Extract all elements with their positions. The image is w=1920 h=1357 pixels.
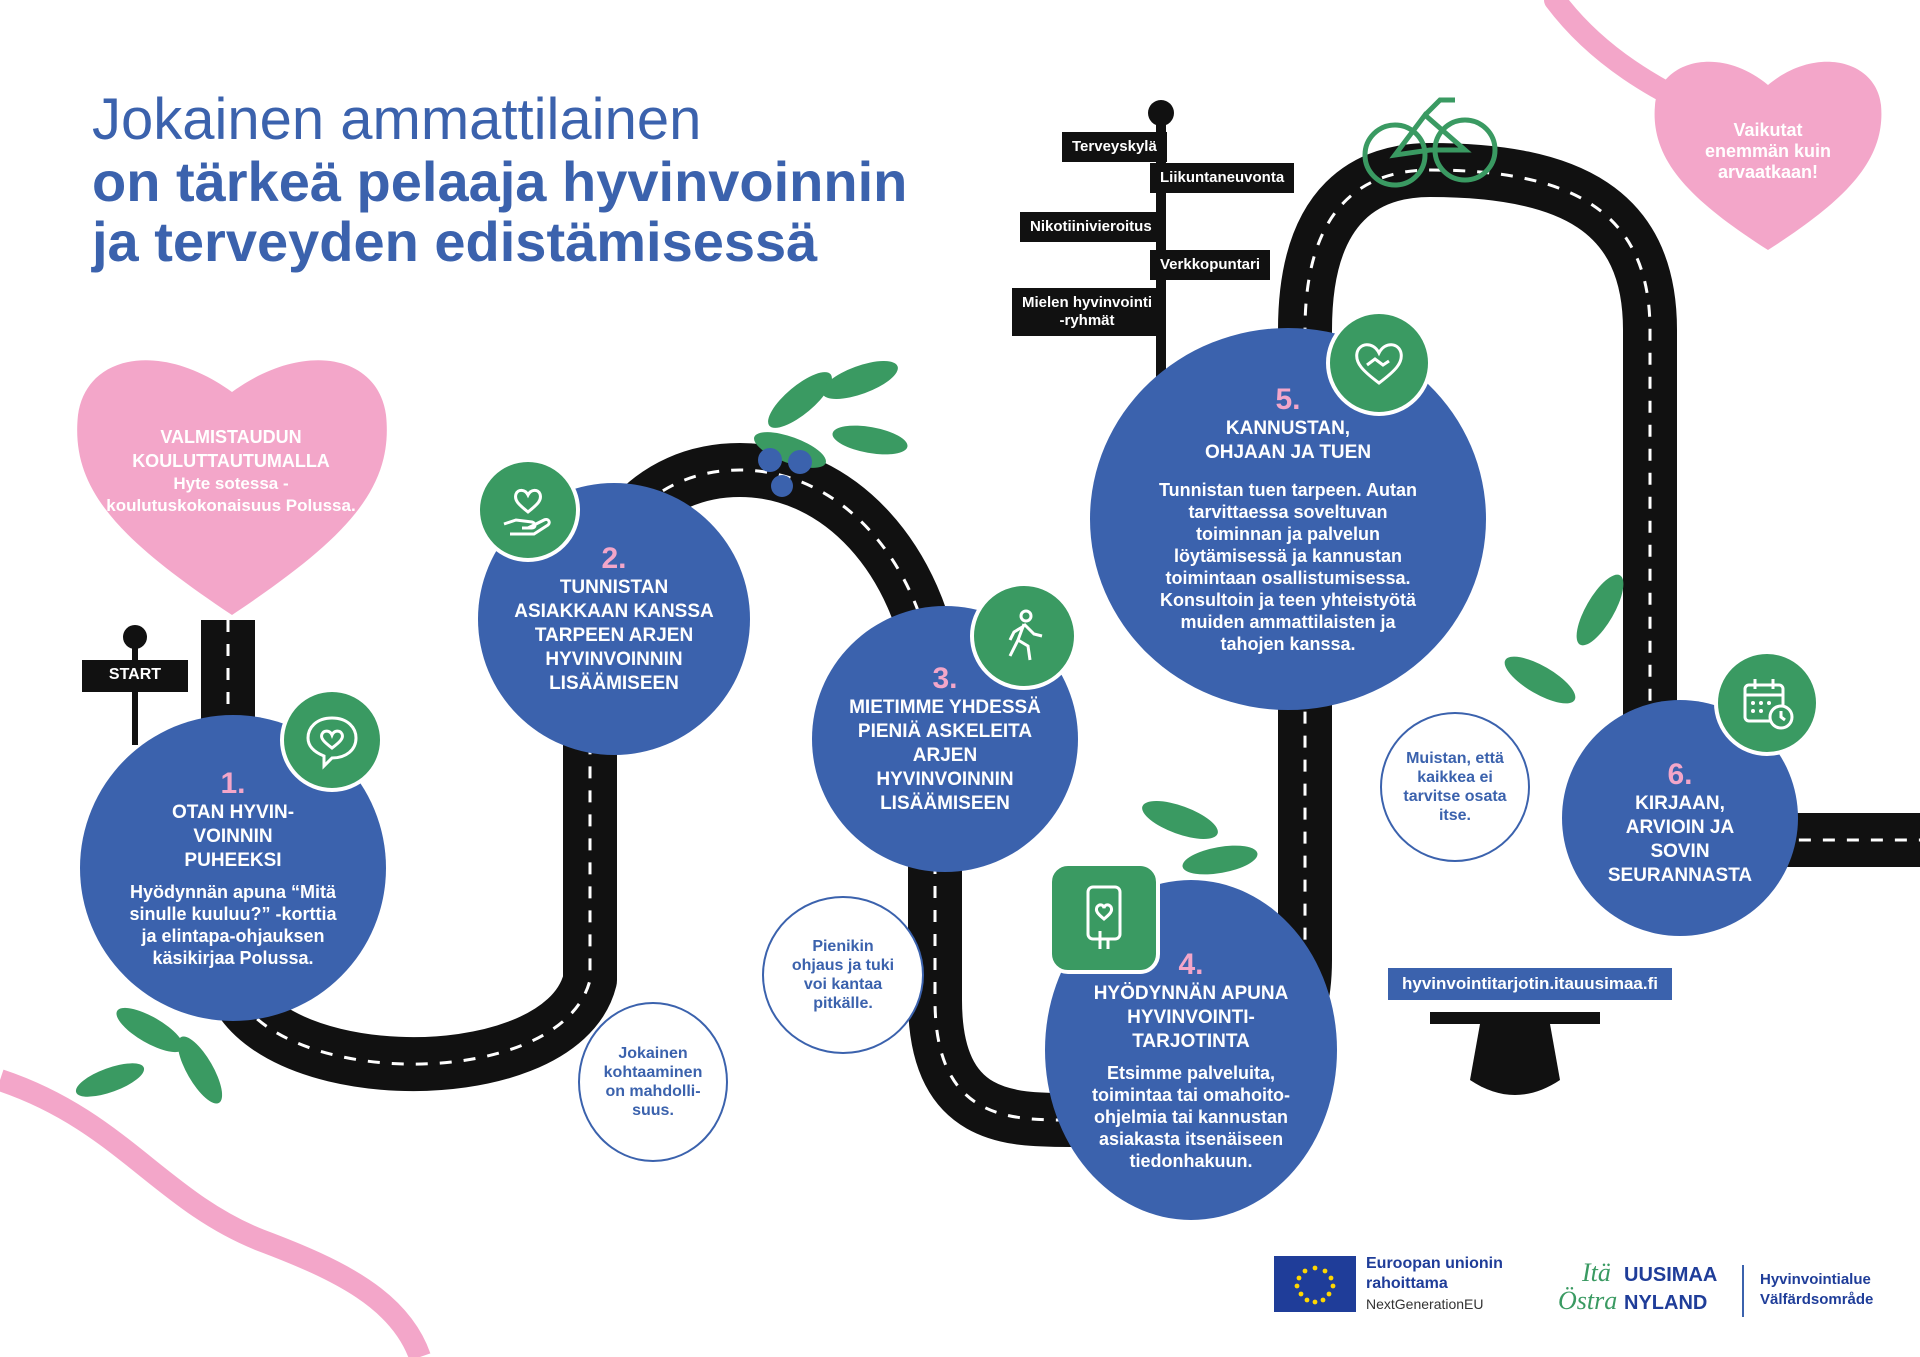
step-heading: KIRJAAN, ARVIOIN JA SOVIN SEURANNASTA: [1607, 793, 1753, 886]
walking-person-icon: [970, 582, 1078, 690]
hyvinvointitarjotin-link[interactable]: hyvinvointitarjotin.itauusimaa.fi: [1388, 968, 1672, 1000]
eu-line-1: Euroopan unionin: [1366, 1255, 1503, 1272]
step-heading: OTAN HYVIN-VOINNIN PUHEEKSI: [171, 802, 295, 871]
step-body: Etsimme palveluita, toimintaa tai omahoi…: [1092, 1063, 1290, 1171]
sign-verkkopuntari: Verkkopuntari: [1150, 250, 1271, 280]
sign-mielen-line-1: Mielen hyvinvointi: [1022, 294, 1153, 311]
step-body: Hyödynnän apuna “Mitä sinulle kuuluu?” -…: [129, 882, 337, 968]
title-line-1: Jokainen ammattilainen: [92, 87, 702, 152]
sign-terveyskyla: Terveyskylä: [1062, 132, 1167, 162]
intro-heart: VALMISTAUDUN KOULUTTAUTUMALLA Hyte sotes…: [100, 425, 362, 517]
region-line-2: Välfärdsområde: [1760, 1291, 1874, 1308]
step-1: 1. OTAN HYVIN-VOINNIN PUHEEKSI Hyödynnän…: [80, 715, 386, 1021]
hand-heart-icon: [476, 458, 580, 562]
step-number: 2.: [601, 542, 627, 575]
page-title: Jokainen ammattilainen on tärkeä pelaaja…: [92, 88, 907, 272]
step-number: 6.: [1667, 758, 1693, 791]
title-line-3: ja terveyden edistämisessä: [92, 210, 818, 273]
bubble-kohtaaminen: Jokainen kohtaaminen on mahdolli-suus.: [578, 1002, 728, 1162]
intro-heading-2: KOULUTTAUTUMALLA: [132, 451, 330, 471]
logo-nyland: NYLAND: [1624, 1292, 1708, 1314]
corner-heart-text: Vaikutat enemmän kuin arvaatkaan!: [1704, 120, 1832, 182]
step-number: 1.: [220, 767, 246, 800]
sign-mielen-line-2: -ryhmät: [1059, 312, 1115, 329]
step-number: 5.: [1275, 383, 1301, 416]
step-heading: KANNUSTAN, OHJAAN JA TUEN: [1204, 418, 1372, 463]
title-line-2: on tärkeä pelaaja hyvinvoinnin: [92, 150, 908, 213]
logo-ita: Itä: [1582, 1258, 1611, 1287]
bubble-muistan: Muistan, että kaikkea ei tarvitse osata …: [1380, 712, 1530, 862]
sign-mielen-hyvinvointi: Mielen hyvinvointi -ryhmät: [1012, 288, 1163, 336]
step-body: Tunnistan tuen tarpeen. Autan tarvittaes…: [1158, 480, 1417, 654]
step-number: 3.: [932, 662, 958, 695]
step-number: 4.: [1178, 948, 1204, 981]
ita-uusimaa-logo: Itä UUSIMAA Östra NYLAND: [1558, 1258, 1738, 1318]
region-line-1: Hyvinvointialue: [1760, 1271, 1871, 1288]
intro-heading-1: VALMISTAUDUN: [160, 427, 302, 447]
eu-funding-text: Euroopan unionin rahoittama NextGenerati…: [1366, 1254, 1503, 1314]
eu-flag-icon: [1274, 1256, 1356, 1312]
step-heading: TUNNISTAN ASIAKKAAN KANSSA TARPEEN ARJEN…: [514, 577, 714, 694]
start-sign: START: [108, 666, 162, 683]
step-heading: HYÖDYNNÄN APUNA HYVINVOINTI-TARJOTINTA: [1093, 983, 1289, 1052]
eu-line-3: NextGenerationEU: [1366, 1296, 1484, 1312]
speech-heart-icon: [280, 688, 384, 792]
step-3: 3. MIETIMME YHDESSÄ PIENIÄ ASKELEITA ARJ…: [812, 606, 1078, 872]
sign-liikuntaneuvonta: Liikuntaneuvonta: [1150, 163, 1295, 193]
sign-nikotiinivieroitus: Nikotiinivieroitus: [1020, 212, 1162, 242]
logo-ostra: Östra: [1558, 1286, 1618, 1315]
bubble-pienikin-ohjaus: Pienikin ohjaus ja tuki voi kantaa pitkä…: [762, 896, 924, 1054]
calendar-clock-icon: [1714, 650, 1820, 756]
logo-uusimaa: UUSIMAA: [1624, 1264, 1718, 1286]
phone-heart-icon: [1048, 862, 1160, 974]
handshake-heart-icon: [1326, 310, 1432, 416]
step-heading: MIETIMME YHDESSÄ PIENIÄ ASKELEITA ARJEN …: [849, 697, 1041, 814]
eu-line-2: rahoittama: [1366, 1275, 1448, 1292]
region-text: Hyvinvointialue Välfärdsområde: [1760, 1270, 1873, 1310]
intro-text: Hyte sotessa -koulutuskokonaisuus Poluss…: [106, 474, 356, 515]
